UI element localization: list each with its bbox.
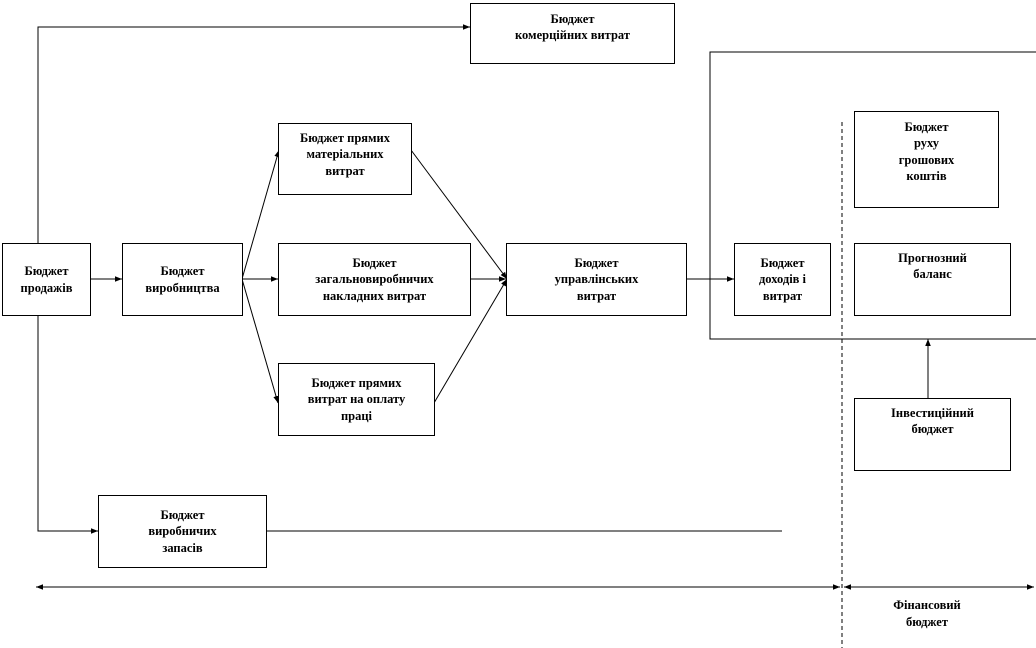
forecast-balance-box: Прогнозний баланс [854, 243, 1011, 316]
direct-materials-budget-box: Бюджет прямих матеріальних витрат [278, 123, 412, 195]
management-budget-box: Бюджет управлінських витрат [506, 243, 687, 316]
financial-budget-frame [709, 51, 1036, 340]
cash-flow-budget-box: Бюджет руху грошових коштів [854, 111, 999, 208]
arrow-sales-to-commercial [37, 24, 470, 243]
income-expense-budget-box: Бюджет доходів і витрат [734, 243, 831, 316]
arrow-production-to-materials [241, 149, 280, 280]
arrow-materials-to-management [410, 149, 508, 280]
arrow-production-to-labor [241, 278, 279, 404]
production-budget-box: Бюджет виробництва [122, 243, 243, 316]
financial-budget-label: Фінансовий бюджет [893, 598, 961, 629]
investment-budget-box: Інвестиційний бюджет [854, 398, 1011, 471]
direct-labor-budget-box: Бюджет прямих витрат на оплату праці [278, 363, 435, 436]
commercial-budget-box: Бюджет комерційних витрат [470, 3, 675, 64]
sales-budget-box: Бюджет продажів [2, 243, 91, 316]
inventory-budget-box: Бюджет виробничих запасів [98, 495, 267, 568]
overhead-budget-box: Бюджет загальновиробничих накладних витр… [278, 243, 471, 316]
arrow-labor-to-management [433, 278, 508, 404]
arrow-sales-to-inventory [37, 315, 98, 534]
